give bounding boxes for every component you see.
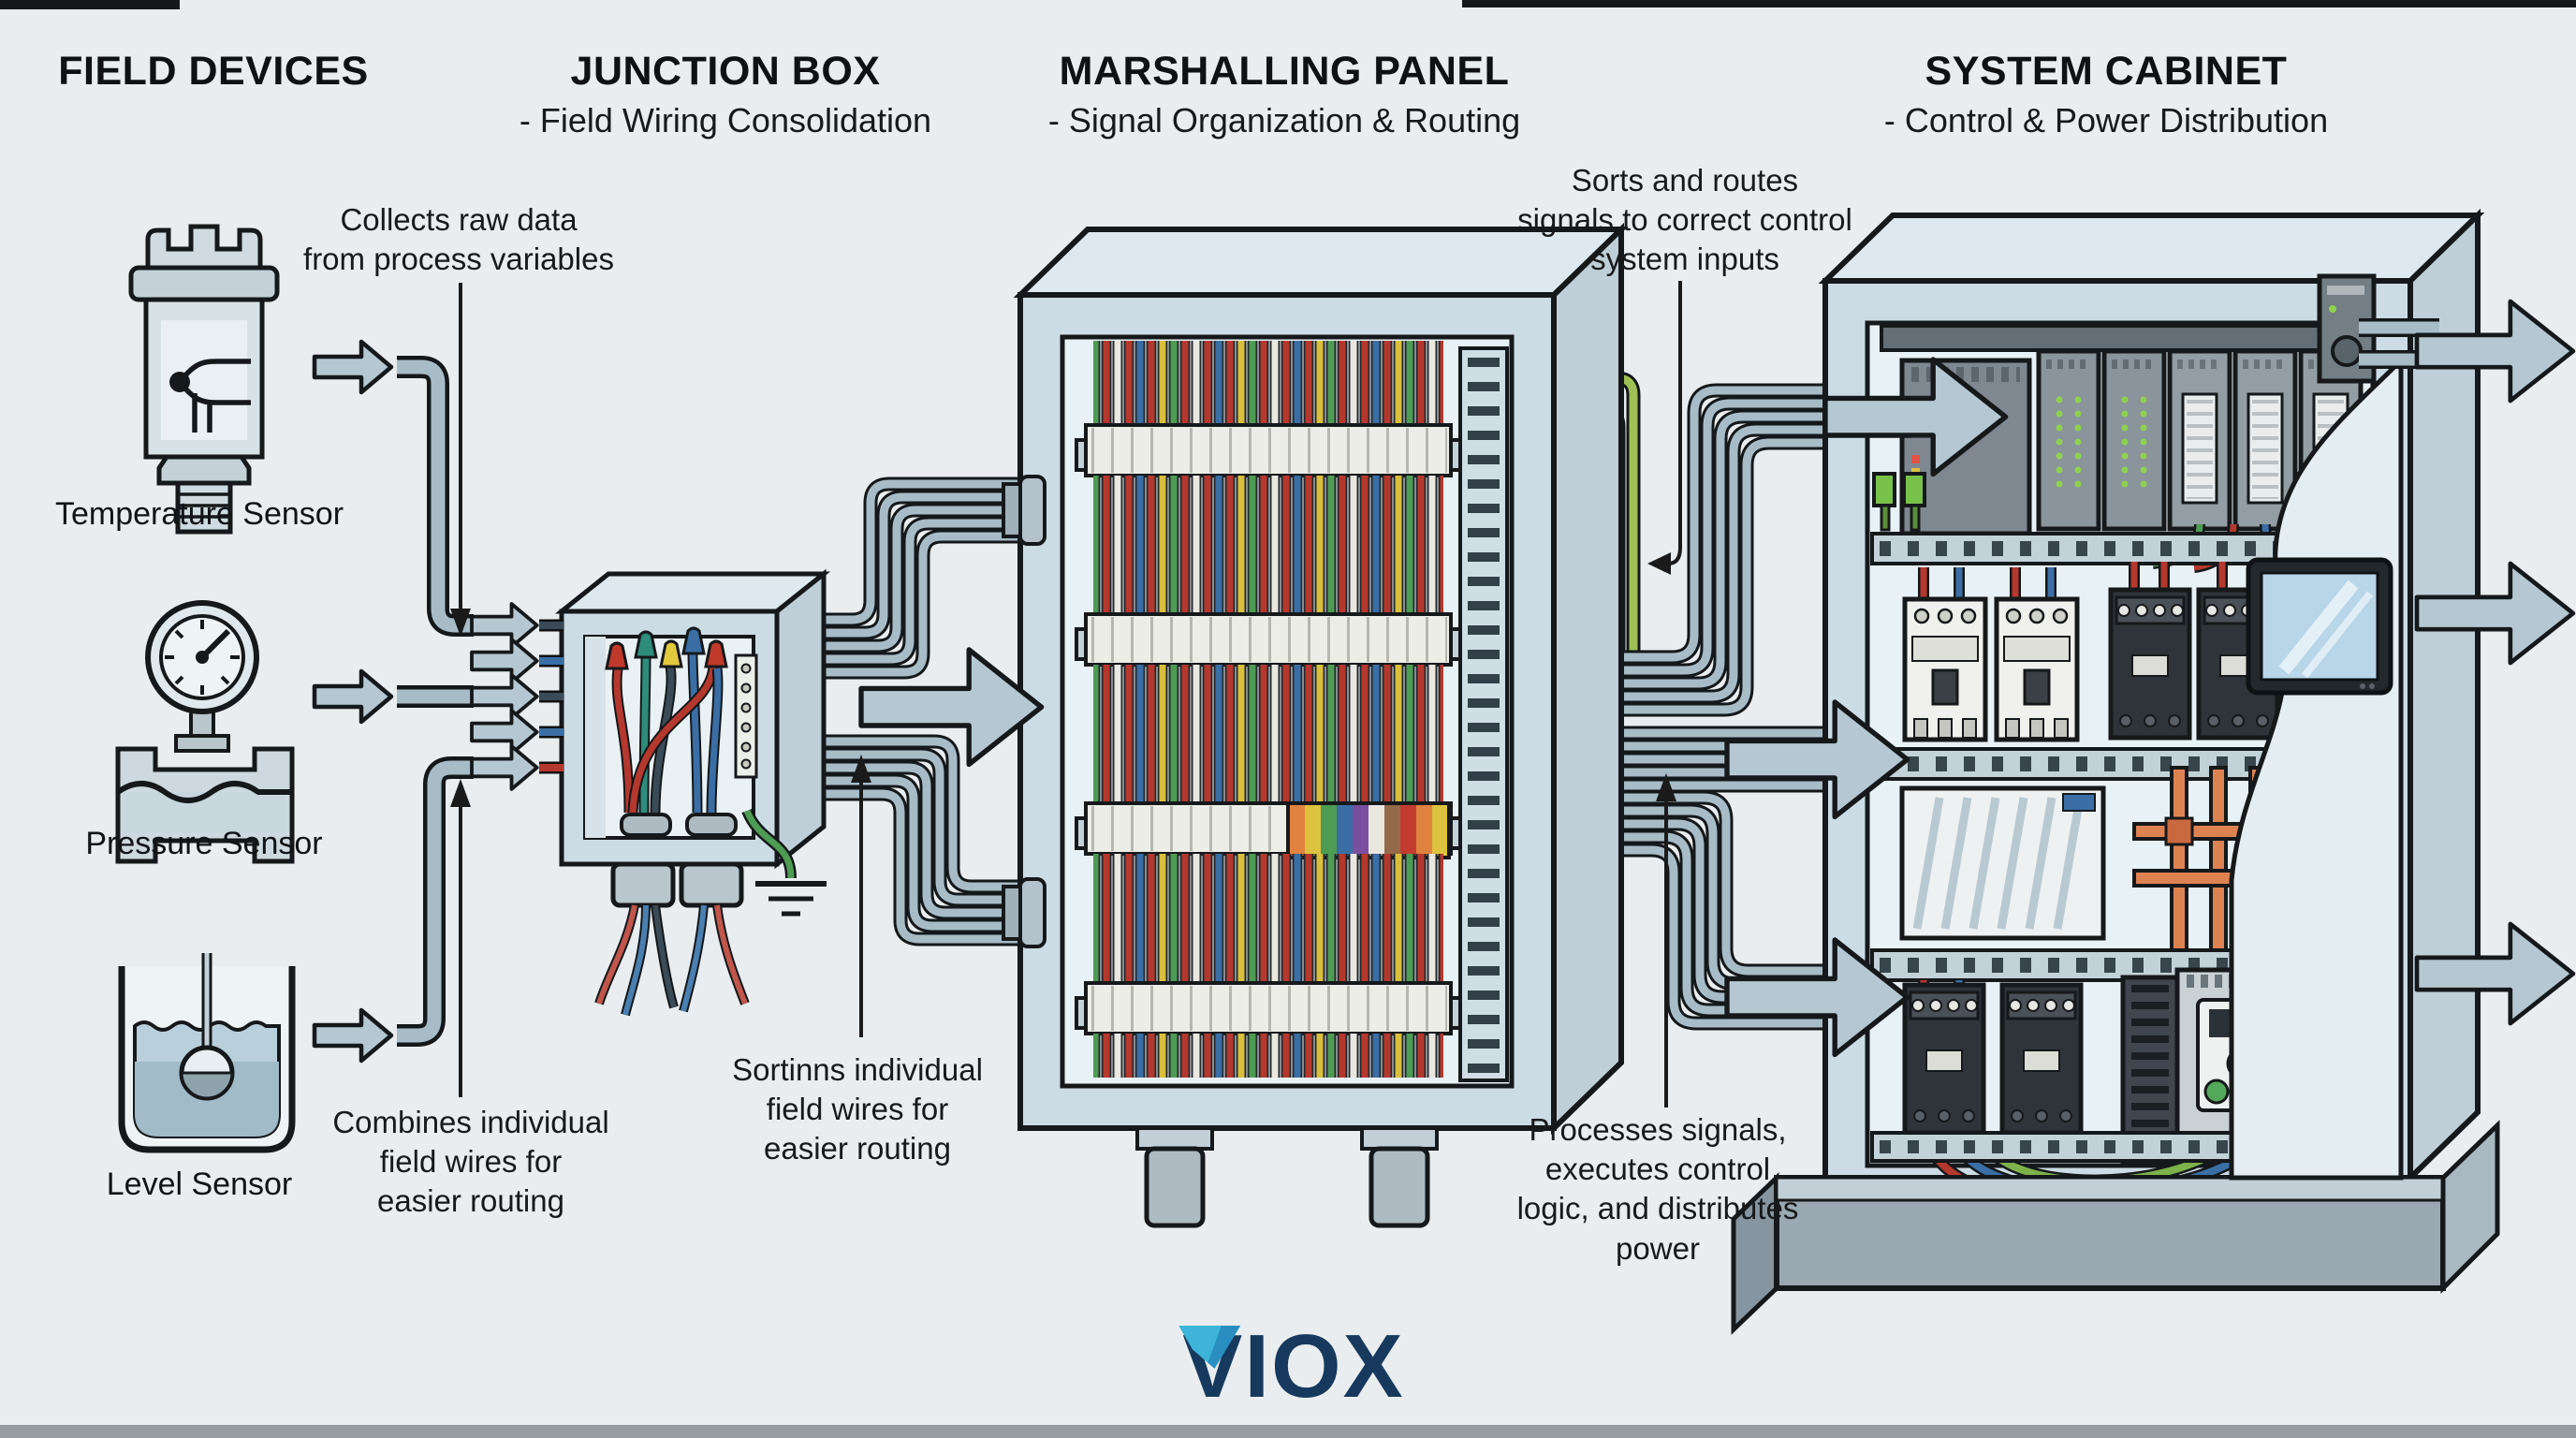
cabinet-plinth [1731,1120,2500,1335]
junction-wires [611,653,724,814]
marshalling-panel-graphic [1002,222,1629,1228]
pipe-level-to-junction [397,756,474,1047]
top-rail [1880,324,2372,352]
green-terminal-plugs [1872,472,1926,532]
field-cables-frayed [594,904,750,1017]
stage-header-marshalling-panel: MARSHALLING PANEL - Signal Organization … [1048,49,1520,140]
terminal-row [1075,899,1462,1078]
cable-gland [679,813,744,908]
annotation-arrows [450,281,1682,1108]
circuit-breakers [1905,567,2077,740]
junction-terminal-strip [734,653,758,779]
stage-header-junction-box: JUNCTION BOX - Field Wiring Consolidatio… [520,49,931,140]
stage-title: SYSTEM CABINET [1925,49,2288,94]
wire-duct-vertical [1458,346,1509,1082]
bottom-border [0,1425,2576,1438]
stage-title: FIELD DEVICES [58,49,369,94]
annotation-processes-signals: Processes signals, executes control logi… [1516,1112,1799,1266]
annotation-sorts-and-routes: Sorts and routes signals to correct cont… [1517,163,1852,277]
annotation-combines-wires: Combines individual field wires for easi… [332,1105,609,1219]
flow-arrow-temperature [315,342,391,392]
annotation-sorts-wires: Sortinns individual field wires for easi… [732,1052,983,1167]
panel-foot [1135,1126,1214,1228]
pressure-sensor-icon [115,600,295,864]
wire-nut-caps [605,626,728,670]
annotation-collects-raw-data: Collects raw data from process variables [303,202,614,277]
stage-header-system-cabinet: SYSTEM CABINET - Control & Power Distrib… [1884,49,2328,140]
cable-gland [1002,877,1046,948]
sensor-label-temperature: Temperature Sensor [54,496,344,532]
field-wiring-pipes [397,356,1858,1047]
sensor-label-level: Level Sensor [106,1167,293,1202]
stage-title: MARSHALLING PANEL [1059,49,1510,94]
terminal-row [1075,341,1462,562]
sensor-flow-arrows [315,342,391,1061]
flow-arrow-pressure [315,671,391,722]
stage-subtitle: - Field Wiring Consolidation [519,101,932,139]
sensor-label-pressure: Pressure Sensor [85,826,323,861]
stage-subtitle: - Signal Organization & Routing [1047,101,1521,139]
stage-subtitle: - Control & Power Distribution [1883,101,2329,139]
multicolor-terminal-block [1286,801,1451,859]
cabinet-door [2229,354,2404,1181]
top-left-border [0,0,180,9]
conduit-bundle-junction-to-panel-lower [824,734,1028,946]
contactors-lower [1905,980,2081,1133]
pipe-temperature-to-junction [397,356,474,637]
brand-logo: VIOX [1178,1322,1404,1412]
power-supply [1899,785,2106,941]
junction-input-arrows [470,602,564,791]
panel-foot [1360,1126,1439,1228]
conduit-bundle-panel-to-cabinet-top [1549,383,1858,717]
cable-gland [1002,475,1046,546]
level-sensor-icon [118,953,296,1153]
temperature-sensor-icon [128,224,280,535]
conduit-bundle-junction-to-panel-upper [824,477,1028,680]
stage-header-field-devices: FIELD DEVICES [58,49,368,101]
hmi-touchscreen [2246,557,2393,696]
flow-arrow-level [315,1010,391,1061]
junction-box-graphic [554,568,831,1017]
ground-symbol [741,808,827,917]
cable-gland [610,813,676,908]
flow-arrows [861,301,2573,1054]
terminal-row [1075,530,1462,751]
top-right-border [1462,0,2576,7]
stage-title: JUNCTION BOX [570,49,881,94]
